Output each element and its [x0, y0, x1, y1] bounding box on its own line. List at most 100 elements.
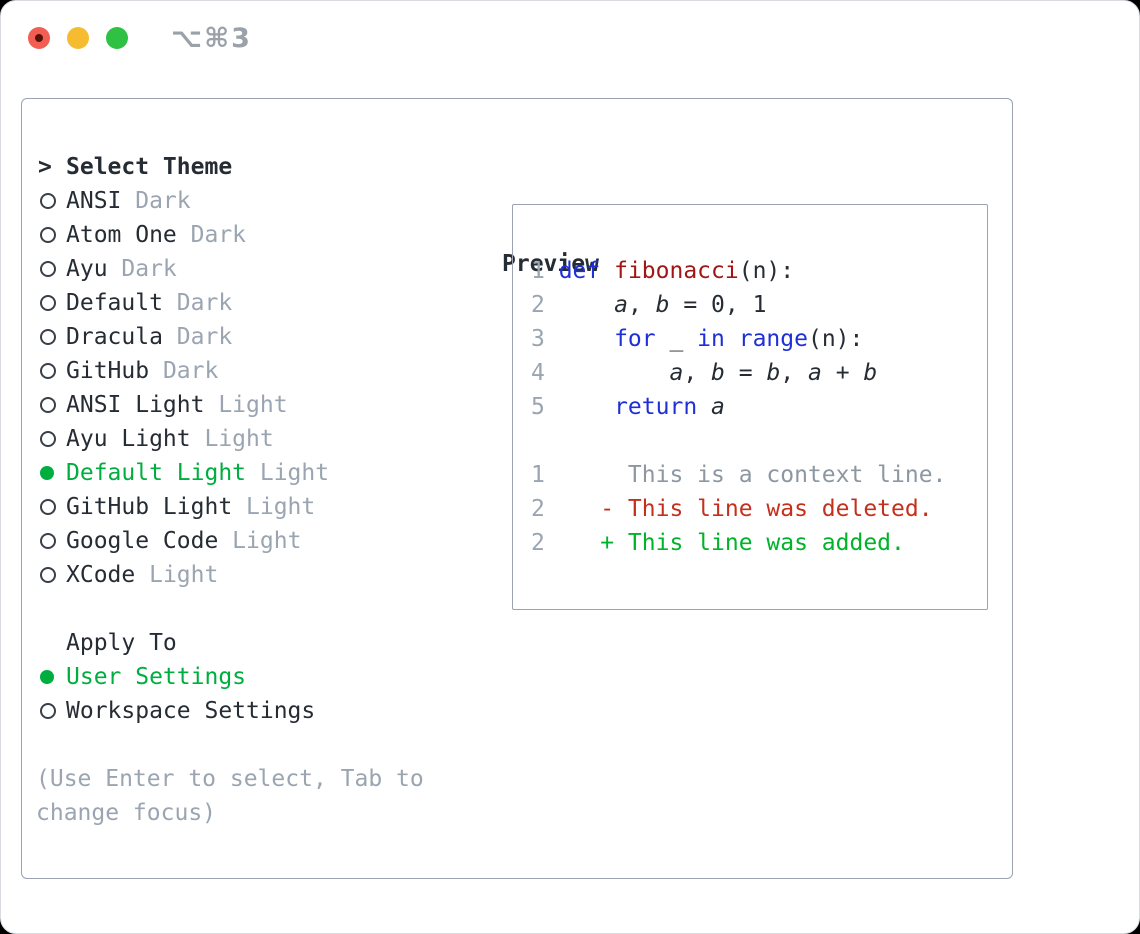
code-token: [559, 326, 614, 352]
code-token: (n):: [738, 258, 795, 284]
theme-option[interactable]: Default Light Light: [38, 456, 488, 490]
apply-to-header: Apply To: [38, 626, 488, 660]
code-line: 2 - This line was deleted.: [531, 492, 987, 526]
theme-option[interactable]: ANSI Dark: [38, 184, 488, 218]
code-token: b: [863, 360, 878, 386]
theme-option[interactable]: Ayu Light Light: [38, 422, 488, 456]
radio-icon: [38, 227, 66, 243]
select-theme-title: Select Theme: [66, 154, 233, 180]
radio-circle: [40, 397, 56, 413]
theme-option[interactable]: Default Dark: [38, 286, 488, 320]
close-button[interactable]: [28, 27, 50, 49]
radio-icon: [38, 193, 66, 209]
line-number: 1: [531, 258, 545, 284]
radio-circle: [40, 533, 56, 549]
theme-name: GitHub Light: [66, 494, 233, 520]
selected-radio-icon: [38, 466, 66, 480]
code-token: b: [711, 360, 725, 386]
code-line: 5 return a: [531, 390, 987, 424]
code-token: a: [614, 292, 628, 318]
radio-circle: [40, 329, 56, 345]
theme-name: GitHub: [66, 358, 150, 384]
keyboard-hint: (Use Enter to select, Tab to change focu…: [36, 762, 488, 830]
line-number: 5: [531, 394, 545, 420]
apply-option-label: User Settings: [66, 664, 247, 690]
apply-option-label: Workspace Settings: [66, 698, 316, 724]
theme-option[interactable]: ANSI Light Light: [38, 388, 488, 422]
code-token: (n):: [807, 326, 864, 352]
code-token: [559, 292, 614, 318]
code-line: 3 for _ in range(n):: [531, 322, 987, 356]
radio-icon: [38, 431, 66, 447]
radio-icon: [38, 261, 66, 277]
radio-circle: [40, 295, 56, 311]
theme-option[interactable]: GitHub Dark: [38, 354, 488, 388]
traffic-lights: [28, 27, 128, 49]
radio-circle: [40, 703, 56, 719]
spacer: [38, 728, 488, 762]
window-title-shortcut: ⌥⌘3: [171, 23, 252, 54]
caret-icon: >: [38, 154, 52, 180]
line-number: 2: [531, 530, 545, 556]
code-token: ,: [627, 292, 656, 318]
theme-name: Default: [66, 290, 163, 316]
line-number: 1: [531, 462, 545, 488]
theme-variant: Light: [204, 392, 288, 418]
code-token: This is a context line.: [558, 462, 947, 488]
code-token: def: [558, 258, 601, 284]
radio-icon: [38, 703, 66, 719]
theme-option[interactable]: Ayu Dark: [38, 252, 488, 286]
theme-name: ANSI: [66, 188, 122, 214]
radio-circle: [40, 261, 56, 277]
theme-name: Dracula: [66, 324, 163, 350]
hint-line-1: (Use Enter to select, Tab to: [36, 766, 424, 792]
radio-icon: [38, 397, 66, 413]
radio-circle: [40, 363, 56, 379]
apply-option[interactable]: Workspace Settings: [38, 694, 488, 728]
apply-option[interactable]: User Settings: [38, 660, 488, 694]
code-token: [559, 360, 670, 386]
radio-icon: [38, 363, 66, 379]
code-token: [697, 394, 711, 420]
minimize-button[interactable]: [67, 27, 89, 49]
code-token: + This line was added.: [558, 530, 905, 556]
radio-circle: [40, 466, 54, 480]
code-token: b: [766, 360, 781, 386]
theme-variant: Light: [246, 460, 330, 486]
code-token: [725, 326, 739, 352]
theme-name: Default Light: [66, 460, 247, 486]
theme-variant: Light: [218, 528, 302, 554]
theme-option[interactable]: Dracula Dark: [38, 320, 488, 354]
radio-icon: [38, 499, 66, 515]
code-token: return: [614, 394, 698, 420]
apply-to-title: Apply To: [66, 630, 177, 656]
code-token: ,: [683, 360, 712, 386]
code-token: [600, 258, 614, 284]
code-token: = 0, 1: [669, 292, 767, 318]
zoom-button[interactable]: [106, 27, 128, 49]
code-line: 1 def fibonacci(n):: [531, 254, 987, 288]
theme-option[interactable]: Google Code Light: [38, 524, 488, 558]
theme-variant: Dark: [176, 222, 247, 248]
code-line: 2 + This line was added.: [531, 526, 987, 560]
code-token: a: [711, 394, 725, 420]
theme-option[interactable]: XCode Light: [38, 558, 488, 592]
hint-line-2: change focus): [36, 800, 217, 826]
code-token: - This line was deleted.: [558, 496, 933, 522]
radio-circle: [40, 567, 56, 583]
theme-variant: Dark: [121, 188, 191, 214]
code-token: fibonacci: [614, 258, 739, 284]
code-token: a: [669, 360, 684, 386]
code-token: in: [697, 326, 725, 352]
radio-icon: [38, 329, 66, 345]
radio-circle: [40, 431, 56, 447]
theme-option[interactable]: Atom One Dark: [38, 218, 488, 252]
theme-option[interactable]: GitHub Light Light: [38, 490, 488, 524]
line-number: 3: [531, 326, 545, 352]
radio-circle: [40, 227, 56, 243]
